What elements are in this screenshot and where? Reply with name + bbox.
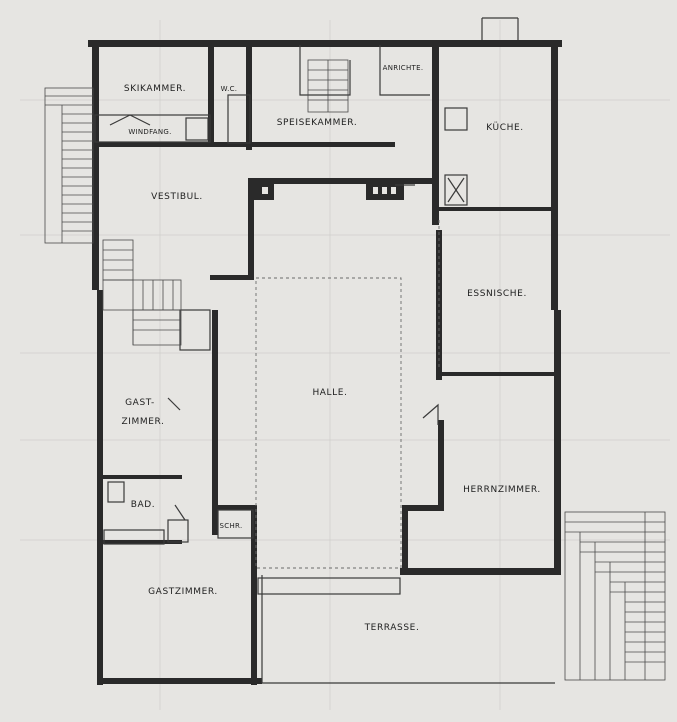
- label-skikammer: SKIKAMMER.: [124, 84, 186, 94]
- kitchen-door: [481, 17, 519, 40]
- label-gastzimmer-1-line2: ZIMMER.: [121, 417, 164, 427]
- thin-lines: [94, 45, 555, 684]
- stair-west-entrance: [44, 87, 94, 244]
- outer-walls: [88, 40, 562, 685]
- label-schr: SCHR.: [220, 522, 243, 530]
- label-vestibul: VESTIBUL.: [151, 192, 203, 202]
- stair-interior: [102, 239, 182, 346]
- label-windfang: WINDFANG.: [128, 128, 171, 136]
- label-gastzimmer-2: GASTZIMMER.: [148, 587, 218, 597]
- label-anrichte: ANRICHTE.: [383, 64, 424, 72]
- chimney-details: [262, 187, 396, 194]
- room-labels: SKIKAMMER. W.C. SPEISEKAMMER. ANRICHTE. …: [121, 64, 540, 633]
- label-gastzimmer-1-line1: GAST-: [125, 398, 155, 408]
- label-bad: BAD.: [131, 500, 156, 510]
- label-halle: HALLE.: [312, 388, 347, 398]
- label-kueche: KÜCHE.: [486, 122, 523, 133]
- label-wc: W.C.: [221, 85, 238, 93]
- label-terrasse: TERRASSE.: [364, 623, 420, 633]
- label-herrnzimmer: HERRNZIMMER.: [463, 485, 541, 495]
- label-speisekammer: SPEISEKAMMER.: [277, 118, 358, 128]
- door-swings: [109, 114, 439, 521]
- stair-kitchen: [307, 59, 349, 113]
- stair-terrace: [564, 511, 666, 681]
- dashed-outlines: [255, 220, 440, 569]
- interior-walls: [95, 40, 556, 685]
- label-essnische: ESSNISCHE.: [467, 289, 527, 299]
